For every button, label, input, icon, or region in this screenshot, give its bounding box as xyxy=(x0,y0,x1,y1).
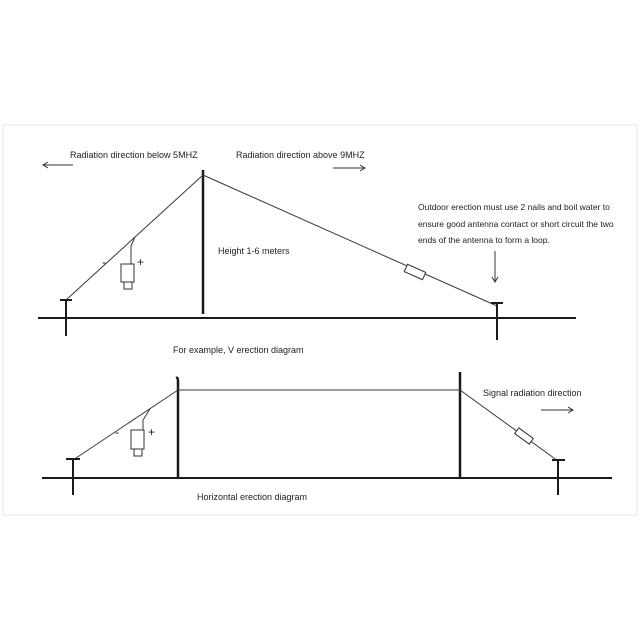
right-arrow-icon xyxy=(333,164,366,172)
right-guy-wire xyxy=(459,389,559,462)
left-ground-stake xyxy=(66,458,80,495)
image-frame xyxy=(2,124,638,516)
horizontal-erection-diagram: - + Signal radiation direction Horizonta… xyxy=(42,372,612,502)
left-mast xyxy=(175,376,180,478)
balun-minus-sign: - xyxy=(115,425,119,439)
left-guy-wire xyxy=(72,389,179,461)
signal-radiation-label: Signal radiation direction xyxy=(483,388,582,398)
right-ground-stake xyxy=(491,302,503,340)
balun-feed xyxy=(120,236,136,290)
height-label: Height 1-6 meters xyxy=(218,246,290,256)
note-line: ends of the antenna to form a loop. xyxy=(418,235,550,245)
left-arrow-icon xyxy=(42,161,73,169)
right-antenna-wire xyxy=(202,174,498,307)
outdoor-erection-note: Outdoor erection must use 2 nails and bo… xyxy=(418,202,616,245)
wire-insulator xyxy=(513,427,535,445)
balun-minus-sign: - xyxy=(102,255,106,269)
balun-feed xyxy=(130,408,151,457)
radiation-below-5mhz-label: Radiation direction below 5MHZ xyxy=(70,150,198,160)
balun-plus-sign: + xyxy=(148,425,155,439)
wire-insulator xyxy=(403,263,427,281)
note-line: ensure good antenna contact or short cir… xyxy=(418,219,614,229)
v-erection-caption: For example, V erection diagram xyxy=(173,345,304,355)
right-ground-stake xyxy=(552,459,565,495)
horizontal-erection-caption: Horizontal erection diagram xyxy=(197,492,307,502)
radiation-above-9mhz-label: Radiation direction above 9MHZ xyxy=(236,150,365,160)
balun-plus-sign: + xyxy=(137,255,144,269)
v-erection-diagram: Radiation direction below 5MHZ Radiation… xyxy=(38,150,616,355)
right-arrow-icon xyxy=(541,406,574,414)
left-ground-stake xyxy=(60,299,72,336)
down-arrow-icon xyxy=(491,251,499,283)
note-line: Outdoor erection must use 2 nails and bo… xyxy=(418,202,610,212)
